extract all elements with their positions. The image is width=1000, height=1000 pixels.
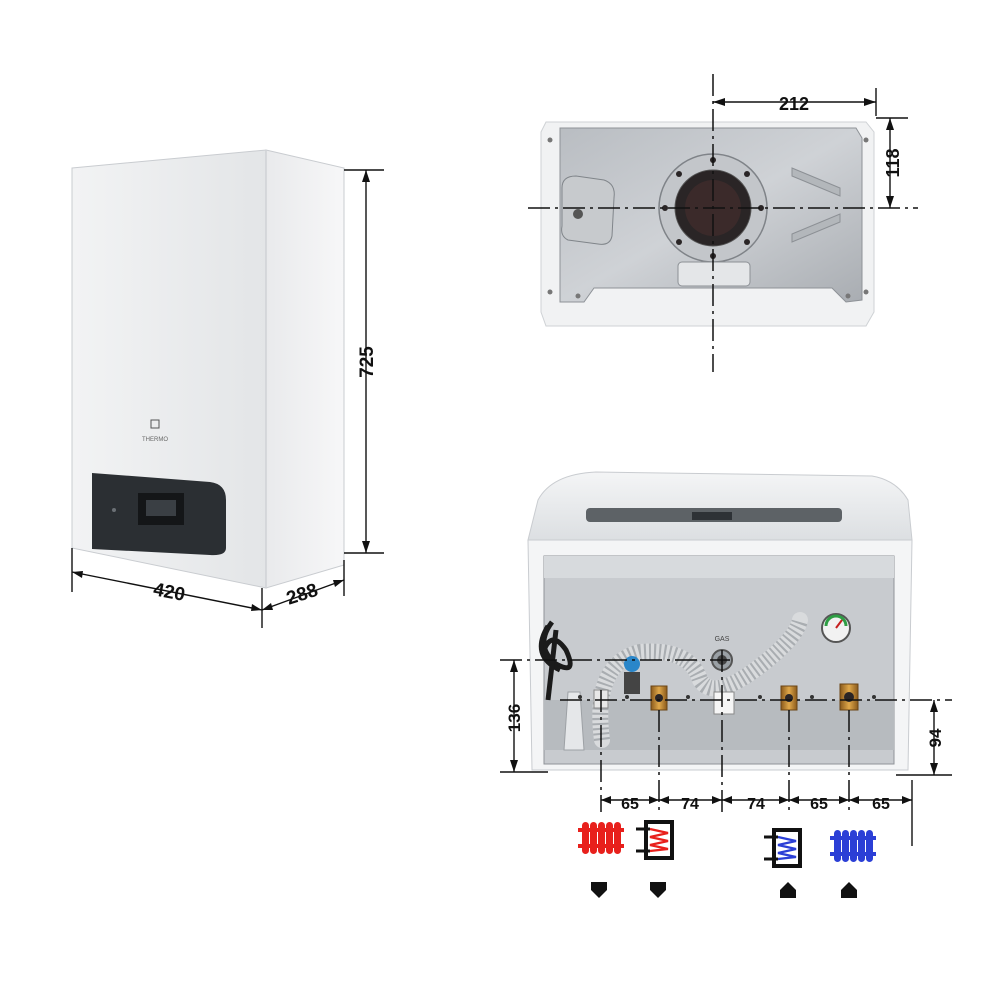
left-bracket [561, 175, 615, 245]
spacing-dimension-chain: 65 74 74 65 65 [601, 796, 912, 813]
spacing-label: 74 [747, 796, 765, 813]
power-button-icon [112, 508, 116, 512]
right-height-label: 94 [926, 728, 945, 747]
height-label: 725 [357, 346, 378, 378]
bolt-icon [573, 209, 583, 219]
width-dimension: 420 [71, 548, 263, 628]
right-height-dimension: 94 [926, 700, 945, 775]
flue-offset-x-label: 212 [779, 94, 809, 114]
valve-knob [624, 656, 640, 672]
brand-text: THERMO [142, 437, 168, 443]
spacing-label: 74 [681, 796, 699, 813]
outflow-arrow-icon [650, 882, 666, 898]
spacing-label: 65 [810, 796, 828, 813]
inflow-arrow-icon [841, 882, 857, 898]
gas-label: GAS [715, 636, 730, 643]
left-height-dimension: 136 [505, 660, 524, 772]
height-dimension: 725 [344, 169, 384, 554]
label-sticker [713, 691, 735, 715]
pressure-gauge [821, 613, 851, 643]
display-digits [146, 500, 176, 516]
spacing-label: 65 [621, 796, 639, 813]
stamped-rib [791, 213, 841, 243]
front-tab [677, 261, 751, 287]
heating-flow-radiator-icon [578, 822, 624, 854]
brand-logo: THERMO [142, 419, 168, 443]
flue-offset-x-dimension: 212 [713, 88, 877, 116]
depth-label: 288 [284, 580, 321, 610]
flue-offset-y-dimension: 118 [876, 117, 908, 208]
bottom-view: GAS [500, 471, 952, 846]
top-view: 212 118 [528, 74, 918, 372]
connection-hot-water [650, 685, 668, 711]
width-label: 420 [151, 579, 186, 606]
hot-water-outlet-coil-icon [636, 820, 674, 860]
spacing-label: 65 [872, 796, 890, 813]
outflow-arrow-icon [591, 882, 607, 898]
connection-heating-return [839, 683, 859, 711]
drain-pipe [563, 691, 585, 751]
connection-legend [578, 820, 876, 898]
flue-offset-y-label: 118 [883, 148, 903, 177]
connection-cold-water [780, 685, 798, 711]
cold-water-inlet-coil-icon [764, 828, 802, 868]
boiler-body: THERMO [71, 149, 345, 589]
stamped-rib [791, 167, 841, 197]
left-height-label: 136 [505, 704, 524, 732]
heating-return-radiator-icon [830, 830, 876, 862]
front-view: THERMO 725 420 288 [71, 149, 384, 628]
inflow-arrow-icon [780, 882, 796, 898]
power-cable [538, 620, 573, 701]
